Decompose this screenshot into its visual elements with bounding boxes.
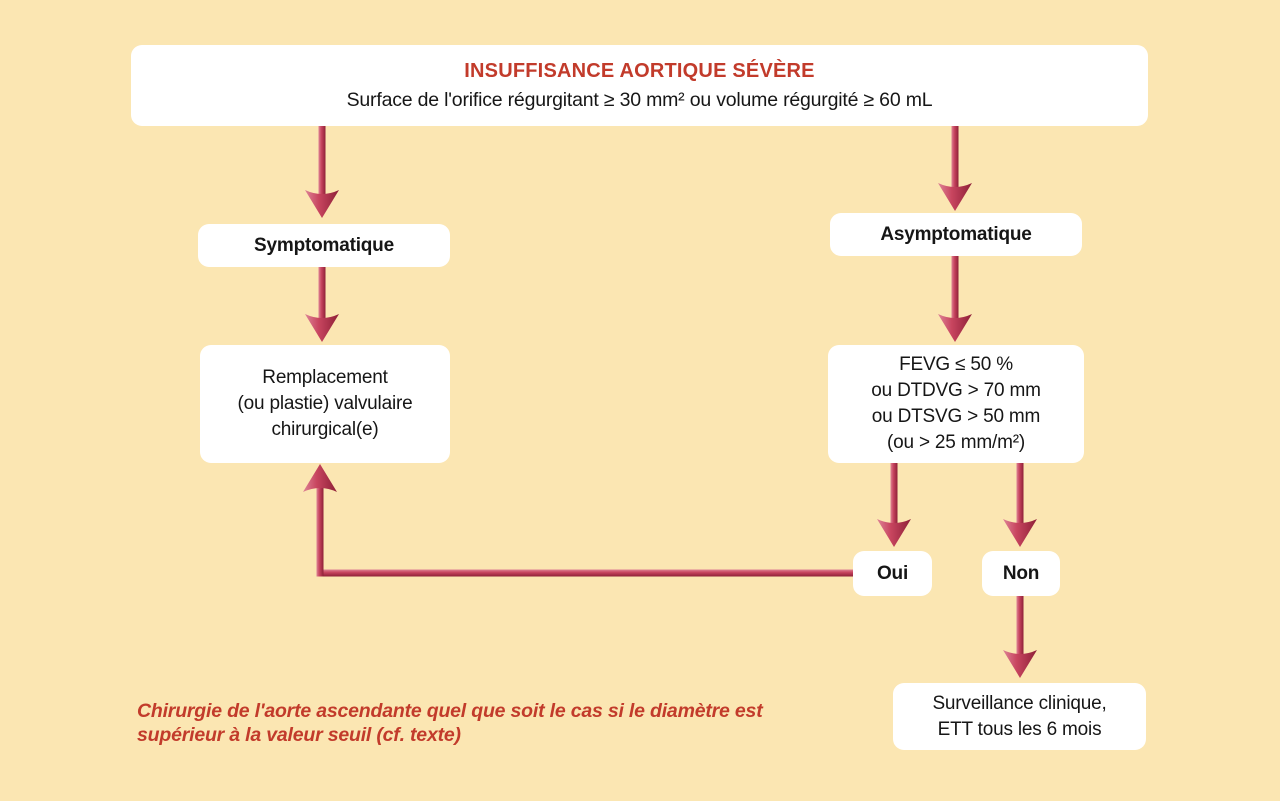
node-root: INSUFFISANCE AORTIQUE SÉVÈRE Surface de …: [131, 45, 1148, 126]
arrow-root-to-symptomatique: [305, 126, 339, 218]
node-surveillance-line: Surveillance clinique,: [932, 692, 1107, 714]
node-surveillance-line: ETT tous les 6 mois: [937, 718, 1102, 740]
arrow-oui-to-remplacement: [303, 464, 853, 577]
arrow-asymptomatique-to-criteria: [938, 256, 972, 342]
node-oui-label: Oui: [876, 562, 909, 584]
footnote-line: Chirurgie de l'aorte ascendante quel que…: [137, 700, 763, 722]
arrow-non-to-surveillance: [1003, 596, 1037, 678]
node-symptomatique: Symptomatique: [198, 224, 450, 267]
arrow-criteria-to-oui: [877, 463, 911, 547]
node-oui: Oui: [853, 551, 932, 596]
node-criteria-line: FEVG ≤ 50 %: [899, 354, 1013, 375]
node-asymptomatique-label: Asymptomatique: [880, 223, 1032, 245]
node-criteria-line: (ou > 25 mm/m²): [887, 432, 1025, 453]
node-remplacement-line: Remplacement: [262, 367, 388, 388]
node-criteria-line: ou DTDVG > 70 mm: [871, 380, 1041, 401]
footnote-line: supérieur à la valeur seuil (cf. texte): [137, 724, 461, 746]
arrow-criteria-to-non: [1003, 463, 1037, 547]
node-remplacement-line: (ou plastie) valvulaire: [237, 393, 413, 414]
footnote: Chirurgie de l'aorte ascendante quel que…: [137, 699, 817, 747]
root-title: INSUFFISANCE AORTIQUE SÉVÈRE: [464, 60, 815, 82]
node-remplacement-line: chirurgical(e): [271, 419, 379, 440]
node-criteria: FEVG ≤ 50 % ou DTDVG > 70 mm ou DTSVG > …: [828, 345, 1084, 463]
node-symptomatique-label: Symptomatique: [254, 234, 394, 256]
node-non-label: Non: [1002, 562, 1040, 584]
node-non: Non: [982, 551, 1060, 596]
root-subtitle: Surface de l'orifice régurgitant ≥ 30 mm…: [346, 89, 933, 111]
node-surveillance: Surveillance clinique, ETT tous les 6 mo…: [893, 683, 1146, 750]
arrow-symptomatique-to-remplacement: [305, 267, 339, 342]
node-remplacement: Remplacement (ou plastie) valvulaire chi…: [200, 345, 450, 463]
arrow-root-to-asymptomatique: [938, 126, 972, 211]
node-asymptomatique: Asymptomatique: [830, 213, 1082, 256]
node-criteria-line: ou DTSVG > 50 mm: [871, 406, 1041, 427]
